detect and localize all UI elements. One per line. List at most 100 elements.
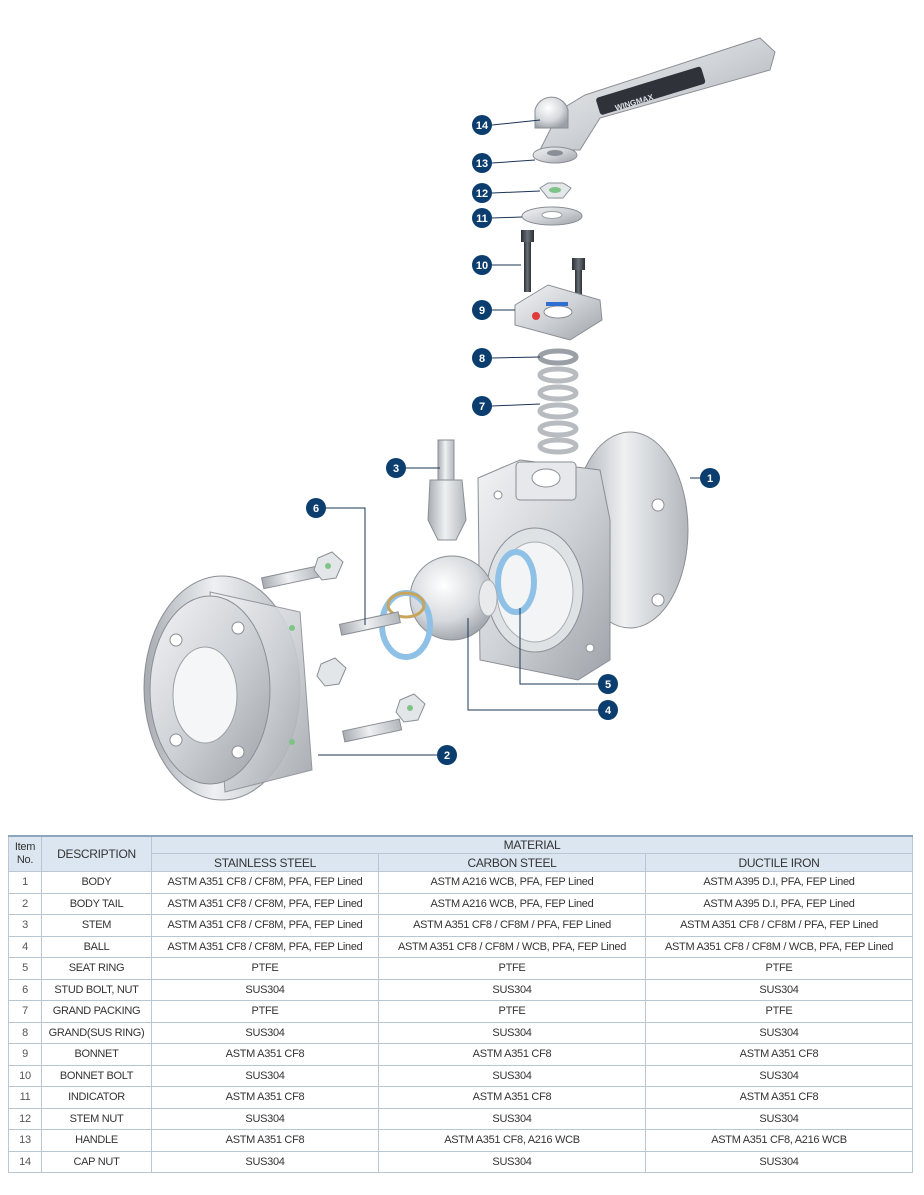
description-cell: SEAT RING	[41, 957, 152, 980]
stainless-steel-header: STAINLESS STEEL	[151, 853, 379, 872]
stainless-steel-cell: SUS304	[151, 1107, 379, 1130]
item-no-cell: 2	[8, 892, 42, 915]
stainless-steel-cell: SUS304	[151, 1150, 379, 1173]
callout-3: 3	[386, 458, 406, 478]
material-header: MATERIAL	[151, 835, 913, 854]
svg-text:8: 8	[479, 353, 485, 365]
carbon-steel-cell: SUS304	[378, 978, 646, 1001]
callout-14: 14	[472, 115, 492, 135]
callout-2: 2	[437, 745, 457, 765]
svg-text:1: 1	[707, 473, 713, 485]
stainless-steel-cell: PTFE	[151, 1000, 379, 1023]
stainless-steel-cell: ASTM A351 CF8 / CF8M, PFA, FEP Lined	[151, 892, 379, 915]
item-no-cell: 10	[8, 1064, 42, 1087]
stainless-steel-cell: ASTM A351 CF8 / CF8M, PFA, FEP Lined	[151, 914, 379, 937]
carbon-steel-cell: ASTM A351 CF8 / CF8M / PFA, FEP Lined	[378, 914, 646, 937]
callout-12: 12	[472, 183, 492, 203]
ductile-iron-header: DUCTILE IRON	[645, 853, 913, 872]
exploded-valve-diagram: WINGMAX	[143, 37, 776, 801]
svg-text:3: 3	[393, 463, 399, 475]
item-no-cell: 3	[8, 914, 42, 937]
valve-body	[477, 431, 689, 681]
description-cell: BODY TAIL	[41, 892, 152, 915]
item-no-cell: 1	[8, 871, 42, 894]
svg-text:14: 14	[476, 120, 489, 132]
item-no-cell: 5	[8, 957, 42, 980]
item-no-cell: 7	[8, 1000, 42, 1023]
carbon-steel-cell: ASTM A351 CF8 / CF8M / WCB, PFA, FEP Lin…	[378, 935, 646, 958]
carbon-steel-cell: ASTM A351 CF8, A216 WCB	[378, 1129, 646, 1152]
svg-text:11: 11	[476, 213, 488, 225]
bonnet-bolts	[521, 230, 585, 312]
carbon-steel-cell: SUS304	[378, 1150, 646, 1173]
ductile-iron-cell: ASTM A351 CF8 / CF8M / PFA, FEP Lined	[645, 914, 913, 937]
carbon-steel-cell: ASTM A216 WCB, PFA, FEP Lined	[378, 892, 646, 915]
svg-text:13: 13	[476, 158, 488, 170]
stem	[427, 439, 467, 541]
carbon-steel-header: CARBON STEEL	[378, 853, 646, 872]
callout-5: 5	[598, 674, 618, 694]
description-cell: BONNET BOLT	[41, 1064, 152, 1087]
item-no-cell: 11	[8, 1086, 42, 1109]
callout-13: 13	[472, 153, 492, 173]
svg-text:10: 10	[476, 260, 488, 272]
description-cell: GRAND(SUS RING)	[41, 1021, 152, 1044]
stainless-steel-cell: ASTM A351 CF8 / CF8M, PFA, FEP Lined	[151, 935, 379, 958]
callout-9: 9	[472, 300, 492, 320]
gland-rings	[537, 348, 579, 455]
handle: WINGMAX	[532, 37, 776, 164]
ductile-iron-cell: ASTM A351 CF8	[645, 1086, 913, 1109]
ductile-iron-cell: SUS304	[645, 1107, 913, 1130]
svg-text:5: 5	[605, 679, 611, 691]
ductile-iron-cell: PTFE	[645, 957, 913, 980]
callout-6: 6	[306, 498, 326, 518]
leader-lines	[318, 119, 708, 756]
ductile-iron-cell: ASTM A395 D.I, PFA, FEP Lined	[645, 871, 913, 894]
indicator	[521, 206, 583, 226]
carbon-steel-cell: ASTM A351 CF8	[378, 1086, 646, 1109]
svg-text:9: 9	[479, 305, 485, 317]
svg-text:7: 7	[479, 401, 485, 413]
callout-11: 11	[472, 208, 492, 228]
svg-text:2: 2	[444, 750, 450, 762]
bonnet	[514, 284, 603, 341]
description-cell: STEM NUT	[41, 1107, 152, 1130]
svg-text:12: 12	[476, 188, 488, 200]
ductile-iron-cell: ASTM A351 CF8 / CF8M / WCB, PFA, FEP Lin…	[645, 935, 913, 958]
stud-bolts-nuts	[260, 551, 426, 743]
ductile-iron-cell: SUS304	[645, 1021, 913, 1044]
description-cell: STEM	[41, 914, 152, 937]
description-cell: INDICATOR	[41, 1086, 152, 1109]
item-no-cell: 6	[8, 978, 42, 1001]
stainless-steel-cell: SUS304	[151, 1021, 379, 1044]
carbon-steel-cell: SUS304	[378, 1107, 646, 1130]
ductile-iron-cell: PTFE	[645, 1000, 913, 1023]
description-cell: BALL	[41, 935, 152, 958]
description-cell: BONNET	[41, 1043, 152, 1066]
svg-text:6: 6	[313, 503, 319, 515]
item-no-cell: 9	[8, 1043, 42, 1066]
ductile-iron-cell: SUS304	[645, 1150, 913, 1173]
callout-10: 10	[472, 255, 492, 275]
ductile-iron-cell: SUS304	[645, 1064, 913, 1087]
carbon-steel-cell: SUS304	[378, 1064, 646, 1087]
item-no-cell: 14	[8, 1150, 42, 1173]
description-cell: HANDLE	[41, 1129, 152, 1152]
cap-nut	[534, 96, 569, 129]
ductile-iron-cell: ASTM A395 D.I, PFA, FEP Lined	[645, 892, 913, 915]
item-no-cell: 4	[8, 935, 42, 958]
stainless-steel-cell: ASTM A351 CF8	[151, 1043, 379, 1066]
svg-text:4: 4	[605, 705, 612, 717]
